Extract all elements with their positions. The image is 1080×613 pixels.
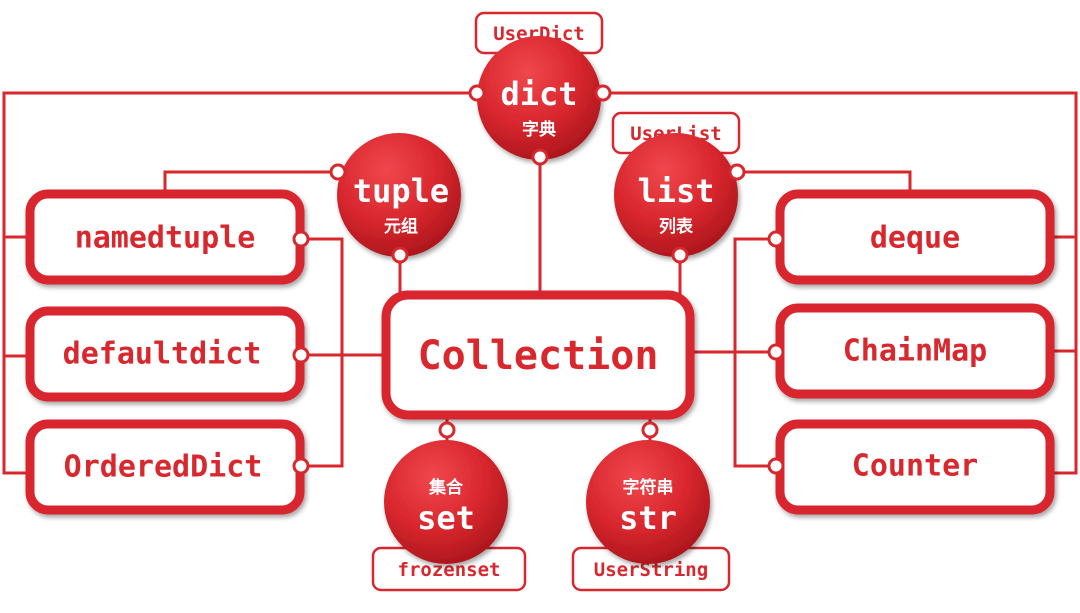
box-chainmap-label: ChainMap bbox=[843, 334, 988, 369]
dot-chainmap bbox=[767, 343, 785, 361]
dot-dict-bottom bbox=[531, 148, 549, 166]
dot-dict-left bbox=[468, 84, 486, 102]
connector-tuple-namedtuple bbox=[163, 170, 338, 192]
box-ordereddict-label: OrderedDict bbox=[64, 450, 263, 485]
ball-dict-cn: 字典 bbox=[522, 119, 556, 140]
ball-str-label: str bbox=[619, 499, 677, 537]
box-counter: Counter bbox=[775, 419, 1055, 515]
connectors bbox=[2, 91, 1078, 552]
dot-ordereddict bbox=[292, 457, 310, 475]
tag-userstring-label: UserString bbox=[594, 559, 708, 581]
box-defaultdict: defaultdict bbox=[25, 306, 305, 402]
ball-str: 字符串 str bbox=[586, 440, 710, 564]
box-collection: Collection bbox=[381, 290, 695, 420]
dot-dict-right bbox=[594, 84, 612, 102]
tag-userstring: UserString bbox=[571, 546, 731, 592]
dot-str-top bbox=[641, 421, 659, 439]
ball-tuple-label: tuple bbox=[353, 172, 449, 210]
connection-dots bbox=[292, 84, 785, 475]
connector-dict-right bbox=[603, 91, 1078, 475]
dot-deque bbox=[767, 230, 785, 248]
box-chainmap: ChainMap bbox=[775, 303, 1055, 399]
tag-userdict-label: UserDict bbox=[493, 23, 585, 45]
ball-str-cn: 字符串 bbox=[623, 477, 674, 498]
dot-defaultdict bbox=[292, 346, 310, 364]
dot-set-top bbox=[438, 421, 456, 439]
tag-frozenset: frozenset bbox=[371, 546, 527, 592]
ball-set: 集合 set bbox=[384, 440, 508, 564]
dot-counter bbox=[767, 457, 785, 475]
ball-list-label: list bbox=[637, 172, 714, 210]
tag-frozenset-label: frozenset bbox=[398, 559, 501, 581]
ball-tuple-cn: 元组 bbox=[384, 216, 418, 237]
box-defaultdict-label: defaultdict bbox=[63, 337, 262, 372]
dot-tuple-left bbox=[329, 163, 347, 181]
box-ordereddict: OrderedDict bbox=[25, 419, 305, 515]
box-namedtuple: namedtuple bbox=[25, 189, 305, 285]
dot-namedtuple bbox=[292, 230, 310, 248]
dot-list-right bbox=[728, 163, 746, 181]
ball-tuple: tuple 元组 bbox=[337, 133, 461, 257]
connector-dict-left bbox=[2, 91, 477, 475]
dot-list-bottom bbox=[671, 246, 689, 264]
ball-dict-label: dict bbox=[500, 75, 577, 113]
dot-tuple-bottom bbox=[391, 246, 409, 264]
connector-left-bracket bbox=[301, 237, 344, 468]
box-deque: deque bbox=[775, 189, 1055, 285]
box-namedtuple-label: namedtuple bbox=[75, 221, 256, 256]
ball-set-cn: 集合 bbox=[428, 477, 464, 498]
ball-list: list 列表 bbox=[614, 133, 738, 257]
connector-list-deque bbox=[737, 170, 912, 192]
ball-dict: dict 字典 bbox=[477, 36, 601, 160]
box-collection-label: Collection bbox=[418, 333, 659, 379]
ball-list-cn: 列表 bbox=[659, 216, 694, 237]
ball-set-label: set bbox=[417, 499, 475, 537]
box-counter-label: Counter bbox=[852, 449, 978, 484]
box-deque-label: deque bbox=[870, 221, 960, 256]
